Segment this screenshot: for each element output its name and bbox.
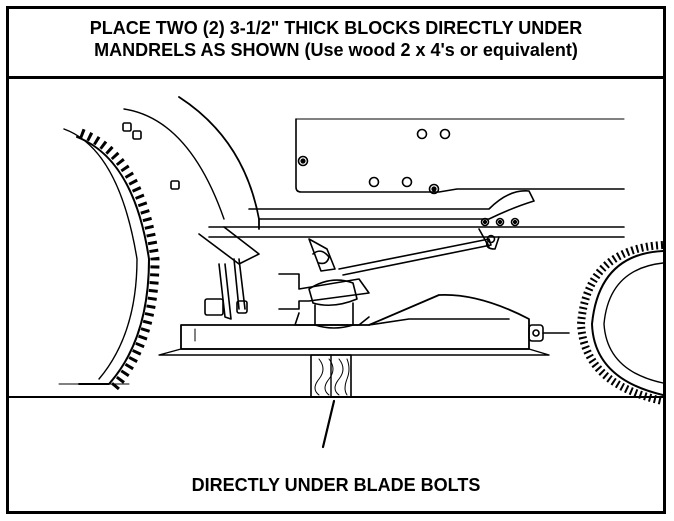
lift-linkage — [198, 226, 492, 320]
body-panel — [295, 118, 625, 195]
wood-blocks — [310, 354, 352, 398]
instruction-figure-frame: PLACE TWO (2) 3-1/2" THICK BLOCKS DIRECT… — [6, 6, 666, 514]
mower-deck — [158, 293, 570, 356]
instruction-line-2: MANDRELS AS SHOWN (Use wood 2 x 4's or e… — [94, 40, 578, 60]
chassis-frame — [208, 190, 625, 250]
mower-deck-illustration — [9, 96, 663, 449]
fender — [122, 96, 260, 230]
callout-leader-line — [321, 399, 336, 449]
blade-bolts-callout: DIRECTLY UNDER BLADE BOLTS — [191, 475, 481, 495]
left-rear-tire — [58, 128, 160, 392]
right-front-tire — [577, 241, 663, 405]
instruction-line-1: PLACE TWO (2) 3-1/2" THICK BLOCKS DIRECT… — [89, 18, 583, 38]
instruction-header: PLACE TWO (2) 3-1/2" THICK BLOCKS DIRECT… — [9, 9, 663, 79]
